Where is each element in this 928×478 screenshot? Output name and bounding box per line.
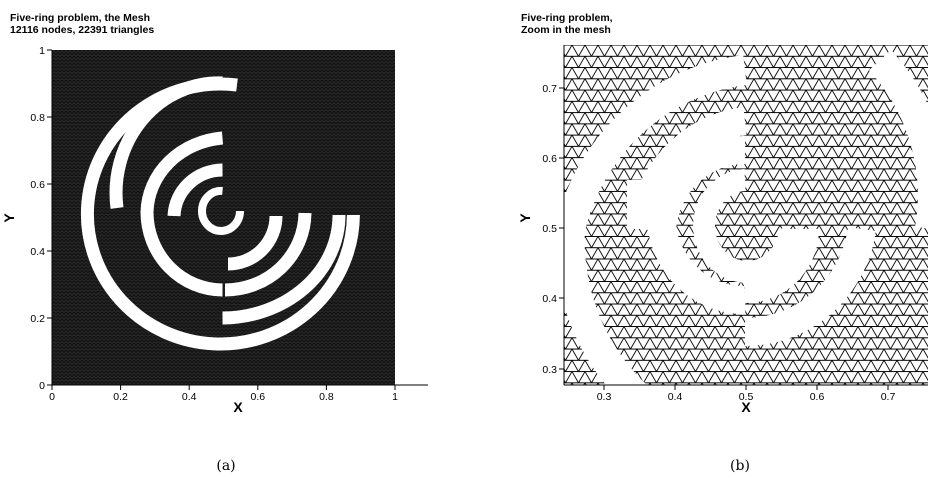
zoom-ring-inner: [693, 169, 801, 283]
ring-4b: [227, 215, 283, 271]
panel-a-caption: (a): [216, 458, 235, 474]
zoom-ring-2b: [744, 226, 876, 347]
panel-b-title-line2: Zoom in the mesh: [521, 24, 611, 36]
ring-4: [167, 163, 223, 217]
x-tick-label: 0.4: [668, 391, 683, 403]
panel-b-plot-area: [564, 45, 928, 385]
x-tick-label: 1: [392, 391, 398, 403]
panel-a-plot-area: [52, 50, 395, 385]
x-tick-label: 0.5: [739, 391, 754, 403]
ring-3: [140, 131, 224, 297]
panel-b-ticks: 0.3 0.4 0.5 0.6 0.7 0.3 0.4 0.5 0.6 0.7: [542, 83, 895, 403]
panel-a-title-line1: Five-ring problem, the Mesh: [10, 12, 150, 24]
y-tick-label: 0.6: [542, 153, 557, 165]
zoom-center-disk: [718, 197, 778, 259]
ring-2b: [109, 76, 223, 209]
y-tick-label: 0: [39, 380, 45, 392]
x-tick-label: 0.4: [182, 391, 197, 403]
zoom-ring-3b: [744, 228, 819, 303]
ring-1: [80, 77, 360, 351]
zoom-ring-outer: [564, 55, 747, 385]
x-tick-label: 0.7: [881, 391, 896, 403]
panel-b-caption: (b): [730, 458, 750, 474]
y-tick-label: 0.8: [30, 112, 45, 124]
panel-b-title-line1: Five-ring problem,: [521, 12, 613, 24]
y-tick-label: 0.3: [542, 364, 557, 376]
ring-5: [198, 186, 244, 235]
zoom-inner-mesh: [718, 197, 778, 259]
zoom-ring-3: [647, 135, 746, 315]
x-tick-label: 0.8: [319, 391, 334, 403]
ring-3b: [224, 212, 312, 297]
panel-a-ticks: 0 0.2 0.4 0.6 0.8 1 0 0.2 0.4 0.6 0.8 1: [30, 45, 398, 403]
ring-2: [222, 214, 346, 325]
panel-b-ylabel: Y: [517, 213, 533, 223]
panel-a: Five-ring problem, the Mesh 12116 nodes,…: [1, 12, 428, 474]
rings: [80, 76, 360, 351]
x-tick-label: 0.2: [113, 391, 128, 403]
x-tick-label: 0: [49, 391, 55, 403]
x-tick-label: 0.3: [597, 391, 612, 403]
panel-a-axes: [51, 50, 428, 386]
x-tick-label: 0.6: [250, 391, 265, 403]
zoom-ring-outer-right: [868, 49, 928, 229]
y-tick-label: 0.2: [30, 313, 45, 325]
zoom-rings: [564, 49, 928, 385]
panel-a-title-line2: 12116 nodes, 22391 triangles: [10, 24, 154, 36]
panel-b: Five-ring problem, Zoom in the mesh: [517, 12, 928, 474]
y-tick-label: 0.5: [542, 223, 557, 235]
y-tick-label: 1: [39, 45, 45, 57]
x-tick-label: 0.6: [810, 391, 825, 403]
y-tick-label: 0.4: [542, 293, 557, 305]
panel-b-xlabel: X: [741, 399, 751, 415]
y-tick-label: 0.6: [30, 179, 45, 191]
y-tick-label: 0.4: [30, 246, 45, 258]
panel-a-ylabel: Y: [1, 213, 17, 223]
y-tick-label: 0.7: [542, 83, 557, 95]
panel-a-xlabel: X: [233, 399, 243, 415]
